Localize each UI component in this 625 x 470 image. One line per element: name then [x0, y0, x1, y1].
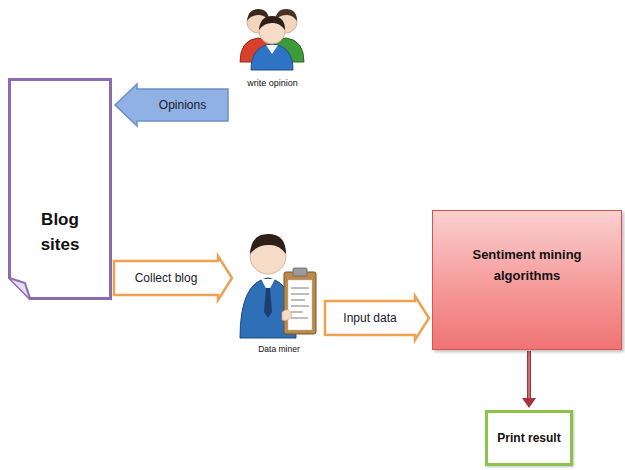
arrow-label: Opinions — [159, 98, 206, 112]
people-icon — [240, 9, 304, 70]
block-arrow — [115, 84, 228, 126]
node-text: Data miner — [258, 344, 300, 354]
result-box: Print result — [485, 410, 573, 466]
block-arrow — [325, 296, 429, 340]
arrow-label: Input data — [343, 311, 396, 325]
node-text: write opinion — [247, 78, 298, 88]
node-text: Sentiment mining algorithms — [447, 245, 607, 287]
node-text: Print result — [497, 431, 560, 445]
process-box: Sentiment mining algorithms — [432, 210, 622, 350]
arrow-line — [522, 351, 536, 408]
data-miner-figure: Data miner — [235, 226, 323, 356]
document-shape: Blog sites — [8, 78, 112, 300]
document-outline — [8, 78, 112, 300]
node-text: Blog sites — [30, 208, 90, 257]
block-arrow — [114, 256, 232, 300]
arrow-label: Collect blog — [135, 271, 198, 285]
people-figure: write opinion — [230, 0, 315, 90]
data-miner-icon — [240, 234, 316, 338]
